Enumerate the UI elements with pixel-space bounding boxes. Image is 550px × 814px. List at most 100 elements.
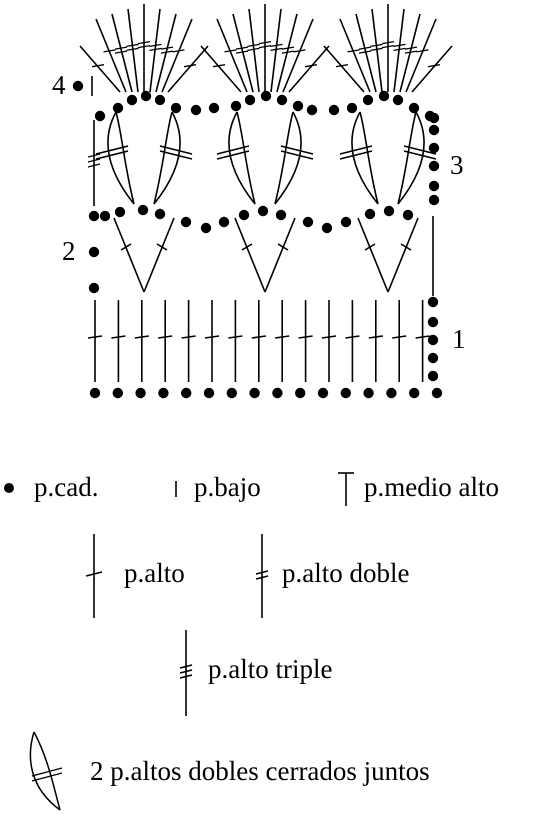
chain-stitch-66 (424, 110, 436, 122)
chain-stitch-58 (292, 100, 304, 112)
chain-stitch-12 (363, 387, 374, 399)
row3-start-treble-bar (87, 158, 101, 163)
legend-half-double-label: p.medio alto (364, 472, 499, 502)
chain-stitch-46 (94, 110, 106, 122)
chain-stitch-62 (362, 94, 374, 106)
row1-double-crochet-bar (345, 335, 360, 339)
row3-cluster-bar (339, 145, 373, 155)
row4-fan-bar (358, 50, 372, 54)
row3-cluster-right-b (274, 111, 294, 205)
row4-fan-treble (405, 18, 437, 93)
chain-stitch-63 (378, 90, 390, 102)
chain-stitch-5 (203, 387, 215, 399)
row4-fan-bar (247, 43, 260, 47)
chain-stitch-19 (427, 316, 439, 328)
row4-fan-treble (282, 18, 314, 93)
row1-double-crochet-bar (158, 335, 173, 339)
row4-fan-treble (399, 13, 421, 93)
row4-fan-bar (126, 47, 139, 51)
chain-stitch-27 (154, 208, 166, 220)
chain-stitch-18 (427, 334, 439, 346)
row4-fan-treble (232, 13, 254, 93)
row4-fan-bar (347, 49, 360, 53)
row4-fan-bar (404, 46, 418, 50)
row3-start-treble-bar (87, 163, 101, 168)
row4-fan-treble (149, 8, 161, 93)
row4-fan-bar (304, 64, 318, 68)
row4-fan-treble (167, 45, 209, 93)
row4-fan-bar (235, 50, 249, 54)
chain-stitch-13 (386, 387, 397, 399)
chain-stitch-23 (88, 210, 100, 222)
chain-stitch-31 (238, 209, 250, 221)
row3-cluster-bar (280, 150, 314, 160)
chain-stitch-30 (218, 216, 230, 228)
row2-v-left-bar (120, 243, 132, 251)
row3-cluster-left-b (359, 111, 379, 205)
chain-stitch-15 (431, 387, 443, 399)
chain-stitch-56 (260, 90, 272, 102)
row2-v-right-bar (277, 243, 289, 251)
row4-fan-bar (91, 64, 105, 68)
row-number-3: 3 (450, 150, 464, 180)
chain-stitch-37 (364, 208, 376, 220)
row4-fan-bar (281, 46, 295, 50)
chain-stitch-11 (340, 387, 351, 399)
chain-stitch-22 (88, 246, 100, 258)
row4-fan-bar (293, 49, 306, 53)
row3-cluster-bar (159, 145, 193, 155)
treble-crochet-symbol (255, 534, 269, 618)
chain-stitch-symbol (4, 483, 14, 493)
chain-stitch-43 (428, 142, 440, 154)
chain-stitch-26 (137, 204, 149, 216)
row4-fan-bar (137, 40, 151, 45)
row4-fan-treble (371, 8, 383, 93)
chain-stitch-1 (112, 387, 124, 399)
chain-stitch-16 (427, 370, 439, 382)
chain-stitch-49 (140, 90, 152, 102)
row3-cluster-bar (159, 150, 193, 160)
row4-fan-bar (381, 40, 395, 45)
chain-stitch-7 (249, 387, 260, 399)
row1-double-crochet-bar (321, 335, 337, 339)
row4-fan-bar (335, 64, 349, 68)
row1-double-crochet-bar (275, 335, 290, 339)
row2-v-right-dc (264, 217, 296, 293)
row3-cluster-right-b (153, 111, 173, 205)
row4-fan-treble (216, 18, 248, 93)
chain-stitch-24 (99, 210, 111, 222)
row4-fan-treble (339, 18, 371, 93)
row4-fan-bar (258, 44, 272, 49)
chain-stitch-65 (408, 102, 420, 114)
chain-stitch-59 (306, 104, 318, 116)
single-crochet-symbol (175, 481, 177, 497)
legend-single-label: p.bajo (194, 472, 261, 502)
row4-fan-treble (393, 8, 405, 93)
row4-fan-treble (161, 18, 193, 93)
row3-cluster-bar (339, 150, 373, 160)
row4-fan-treble (270, 8, 282, 93)
row4-fan-bar (416, 49, 429, 53)
row2-v-left-bar (241, 243, 253, 251)
row4-fan-bar (427, 64, 441, 68)
row1-double-crochet-bar (415, 335, 430, 339)
row1-double-crochet-bar (134, 335, 149, 339)
chain-stitch-47 (112, 102, 124, 114)
row2-v-right-dc (143, 217, 175, 293)
row-number-1: 1 (452, 324, 466, 354)
row4-fan-treble (411, 45, 453, 93)
row4-fan-bar (370, 47, 383, 51)
row4-fan-bar (114, 46, 128, 50)
chain-stitch-10 (317, 387, 329, 399)
chain-stitch-21 (88, 282, 100, 294)
row-number-4: 4 (52, 70, 66, 100)
row4-fan-bar (370, 43, 383, 47)
row4-fan-bar (270, 43, 283, 47)
row4-fan-bar (247, 47, 260, 51)
chain-stitch-55 (244, 94, 256, 106)
chain-stitch-28 (180, 216, 192, 228)
row4-fan-bar (126, 43, 139, 47)
row4-fan-bar (183, 64, 197, 68)
row1-double-crochet-bar (228, 335, 243, 339)
row3-cluster-bar (216, 150, 250, 160)
